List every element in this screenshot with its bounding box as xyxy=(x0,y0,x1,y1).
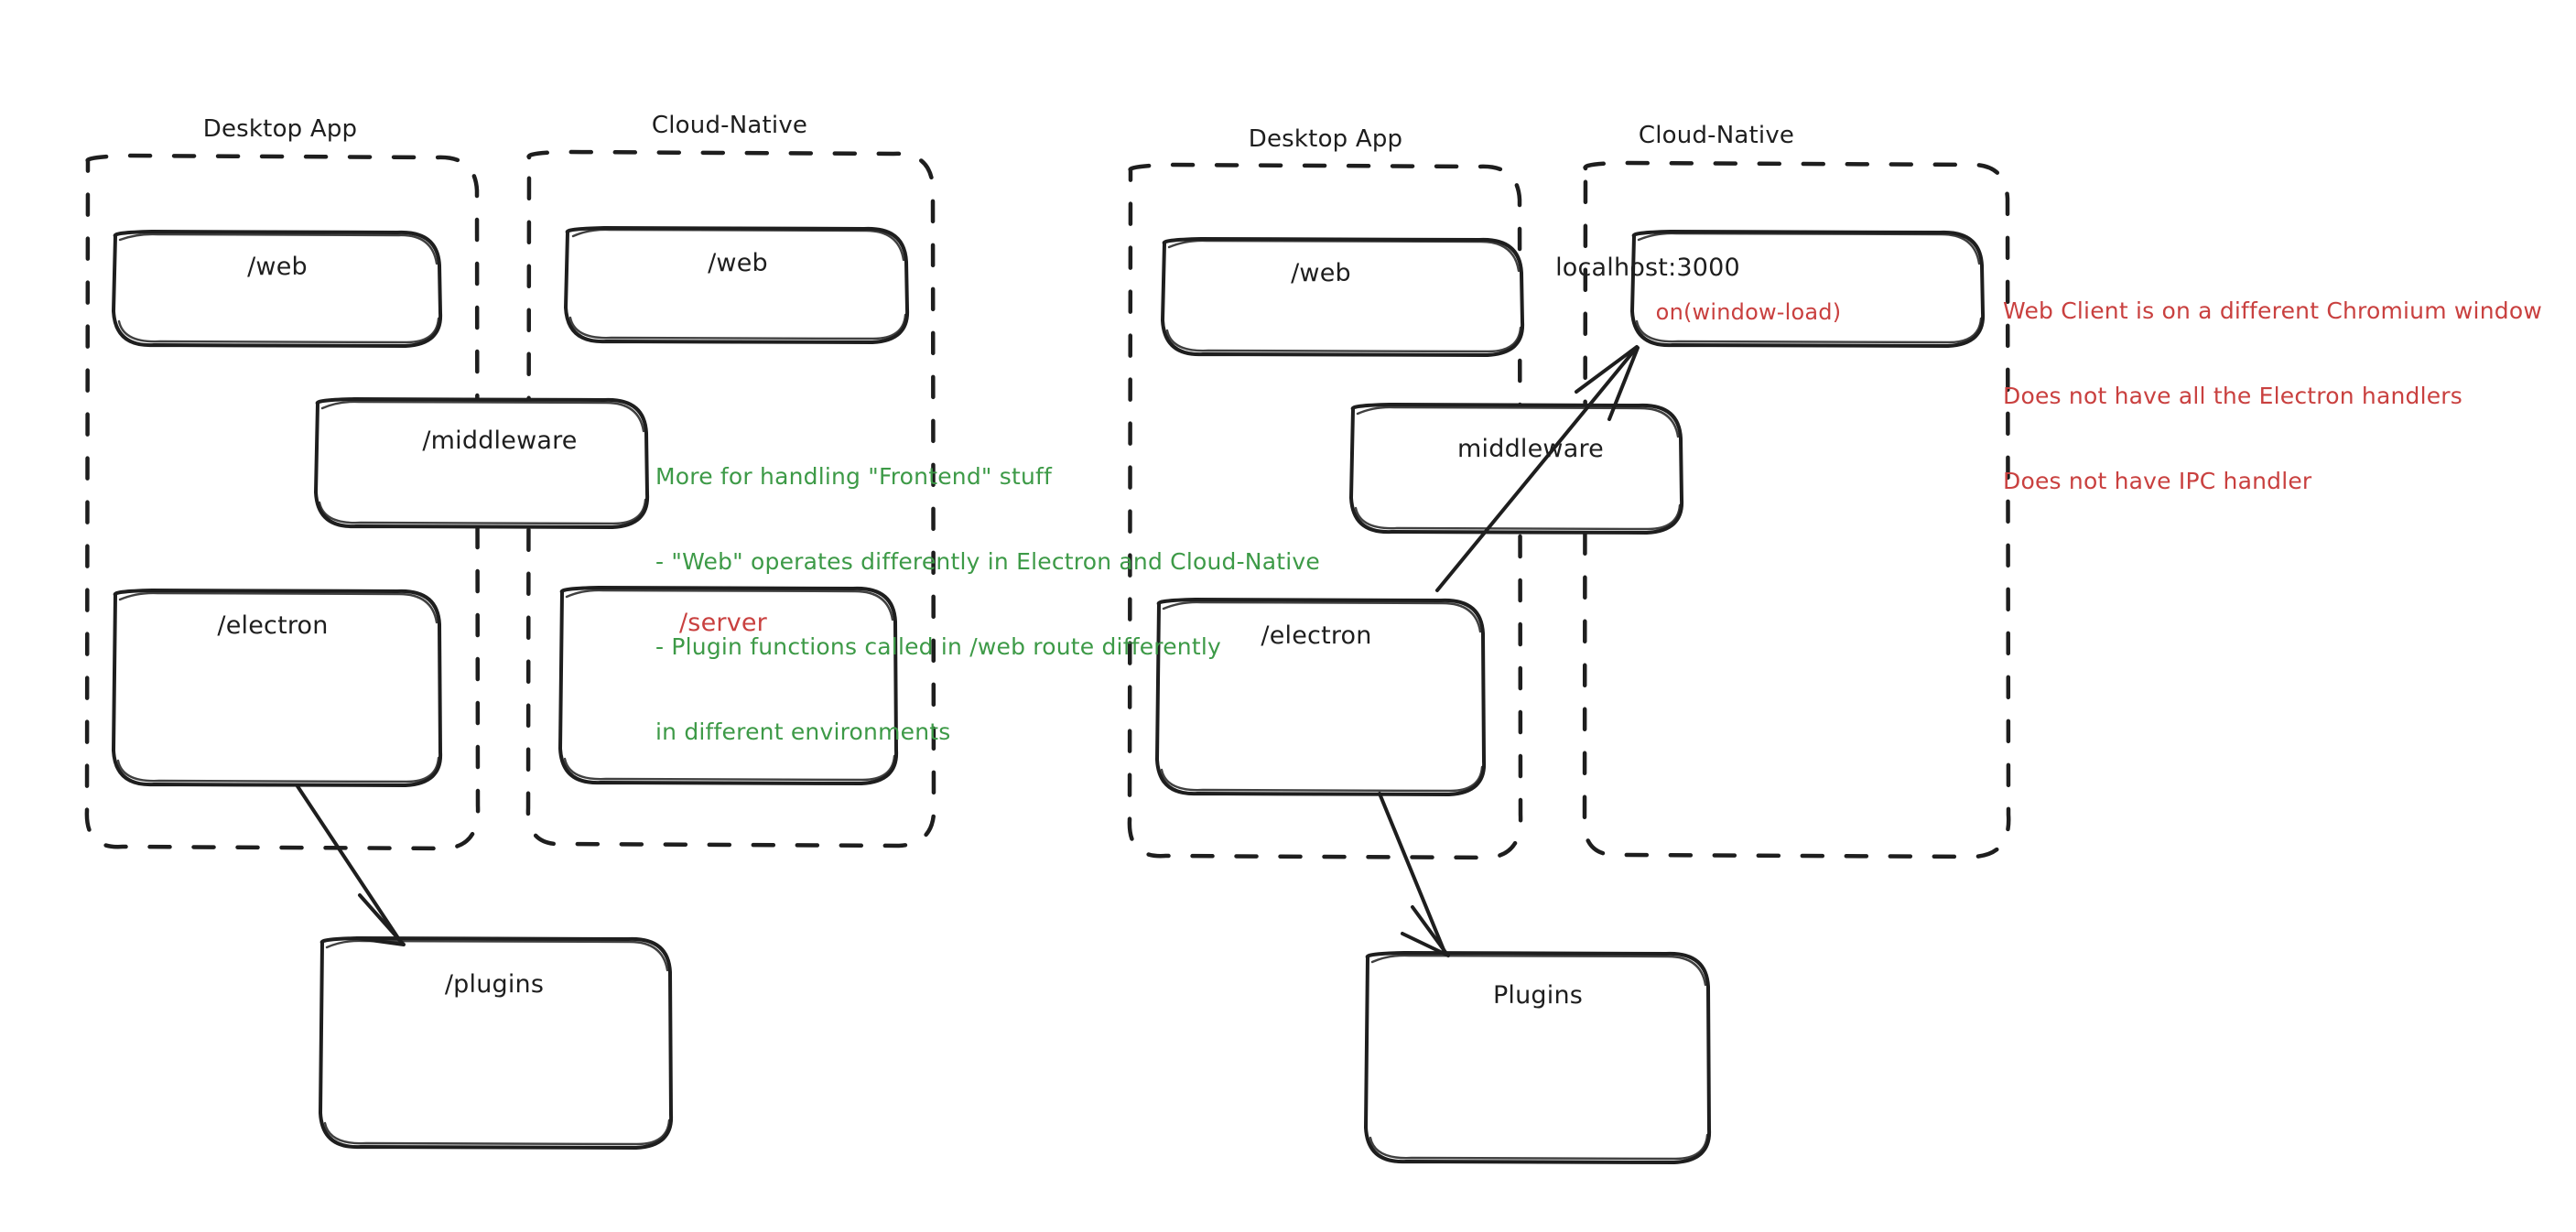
box-left-desktop-web xyxy=(112,230,443,348)
box-right-electron xyxy=(1155,598,1487,796)
annotation-red-line-1: Web Client is on a different Chromium wi… xyxy=(2003,297,2542,324)
box-left-electron xyxy=(112,589,443,787)
group-outline-right-cloud-native xyxy=(1582,160,2011,859)
box-left-cloud-web xyxy=(564,226,910,344)
node-label-left-plugins: /plugins xyxy=(444,970,545,999)
annotation-red-line-3: Does not have IPC handler xyxy=(2003,468,2312,494)
node-sublabel-right-localhost-on-window-load: on(window-load) xyxy=(1655,299,1842,325)
node-label-left-electron: /electron xyxy=(217,611,329,640)
node-label-left-middleware: /middleware xyxy=(422,427,578,455)
box-left-server xyxy=(558,586,899,785)
annotation-red: Web Client is on a different Chromium wi… xyxy=(2003,240,2542,552)
arrow-right-electron-to-plugins xyxy=(1378,792,1450,957)
annotation-green-line-4: in different environments xyxy=(655,719,951,745)
box-left-plugins xyxy=(319,936,674,1150)
annotation-red-line-2: Does not have all the Electron handlers xyxy=(2003,383,2463,409)
group-title-left-desktop-app: Desktop App xyxy=(202,115,358,143)
arrow-right-electron-to-localhost xyxy=(1435,345,1640,592)
annotation-green-line-2: - "Web" operates differently in Electron… xyxy=(655,548,1320,575)
box-left-middleware xyxy=(314,397,650,529)
annotation-green-line-3: - Plugin functions called in /web route … xyxy=(655,633,1221,660)
node-label-right-plugins: Plugins xyxy=(1492,981,1584,1010)
box-right-middleware xyxy=(1349,403,1684,535)
node-label-right-localhost: localhost:3000 xyxy=(1555,254,1740,282)
arrow-left-electron-to-plugins xyxy=(296,784,406,946)
node-label-left-cloud-web: /web xyxy=(708,249,768,277)
node-label-left-server: /server xyxy=(679,609,767,637)
annotation-green-line-1: More for handling "Frontend" stuff xyxy=(655,463,1053,490)
group-title-right-desktop-app: Desktop App xyxy=(1248,125,1403,153)
node-label-right-electron: /electron xyxy=(1261,621,1372,650)
node-label-right-middleware: middleware xyxy=(1457,435,1604,463)
box-right-localhost xyxy=(1630,230,1986,348)
group-outline-left-desktop-app xyxy=(84,153,481,851)
box-right-desktop-web xyxy=(1161,237,1525,357)
annotation-green: More for handling "Frontend" stuff - "We… xyxy=(655,405,1320,803)
node-label-right-desktop-web: /web xyxy=(1291,259,1351,287)
group-outline-left-cloud-native xyxy=(525,149,936,848)
group-outline-right-desktop-app xyxy=(1127,162,1523,860)
box-right-plugins xyxy=(1364,951,1712,1164)
group-title-left-cloud-native: Cloud-Native xyxy=(651,112,808,139)
group-title-right-cloud-native: Cloud-Native xyxy=(1638,122,1795,149)
node-label-left-desktop-web: /web xyxy=(247,253,308,281)
